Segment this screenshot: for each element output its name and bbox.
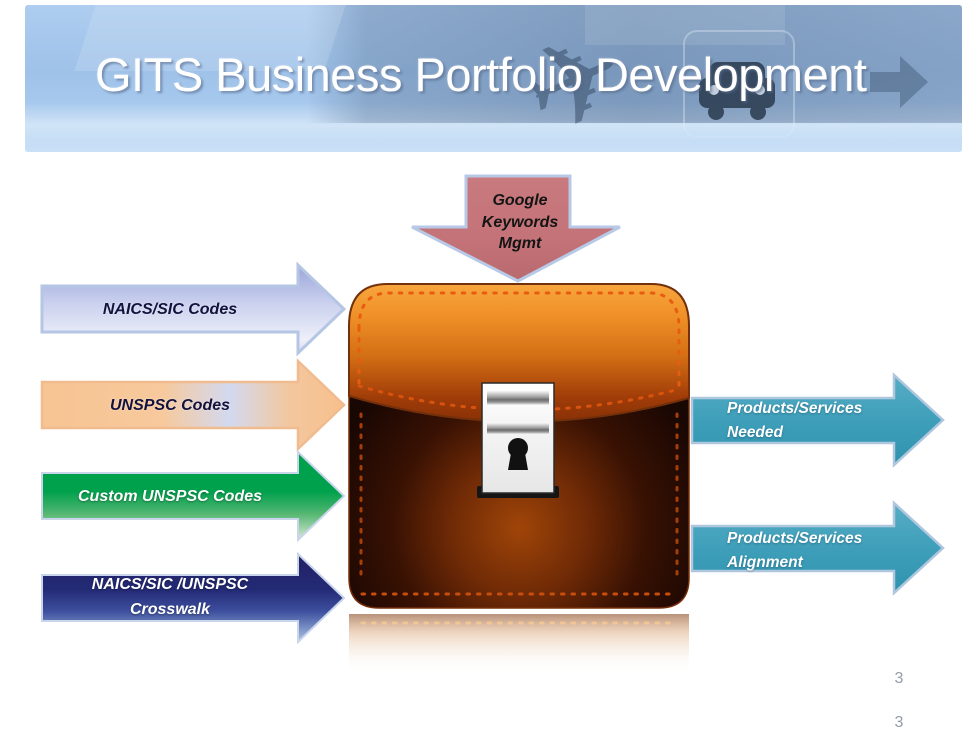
top-arrow-label: Google Keywords Mgmt [430,190,610,255]
output-arrow-needed [690,372,945,468]
alignment-line-2: Alignment [727,554,803,571]
mgmt-line: Mgmt [498,235,542,252]
input-arrow-label-naics-sic: NAICS/SIC Codes [102,301,238,318]
briefcase-stitching [357,291,681,596]
header-photo-collage [307,5,962,123]
input-arrow-label-crosswalk: NAICS/SIC /UNSPSC Crosswalk [42,572,298,622]
header-banner: ✈ GITS Business Portfolio Development [25,5,962,152]
input-arrow-label-unspsc: UNSPSC Codes [109,397,231,414]
top-arrow-google-keywords [411,174,621,283]
input-arrow-crosswalk [41,551,346,645]
page-number-secondary: 3 [894,714,904,731]
google-line: Google [492,192,548,209]
page-number: 3 [894,670,904,687]
output-arrow-label-needed: Products/Services Needed [727,397,897,445]
car-icon [683,30,795,138]
input-arrow-custom-unspsc [41,449,346,543]
briefcase-reflection [349,614,689,672]
output-arrow-alignment [690,500,945,596]
briefcase-graphic [348,283,690,672]
arrow-icon [870,56,928,108]
input-arrow-unspsc [40,358,346,452]
output-arrow-label-alignment: Products/Services Alignment [727,527,897,575]
crosswalk-line-2: Crosswalk [129,601,211,618]
briefcase-clasp-lock-icon [477,382,559,498]
crosswalk-line-1: NAICS/SIC /UNSPSC [91,576,249,593]
header-fade [25,120,962,152]
needed-line-1: Products/Services [727,400,863,417]
page-title: GITS Business Portfolio Development [95,48,867,101]
alignment-line-1: Products/Services [727,530,863,547]
keywords-line: Keywords [481,213,559,231]
needed-line-2: Needed [727,424,783,441]
input-arrow-naics-sic [40,261,347,357]
input-arrow-label-custom-unspsc: Custom UNSPSC Codes [77,488,263,505]
briefcase-flap [348,283,690,423]
